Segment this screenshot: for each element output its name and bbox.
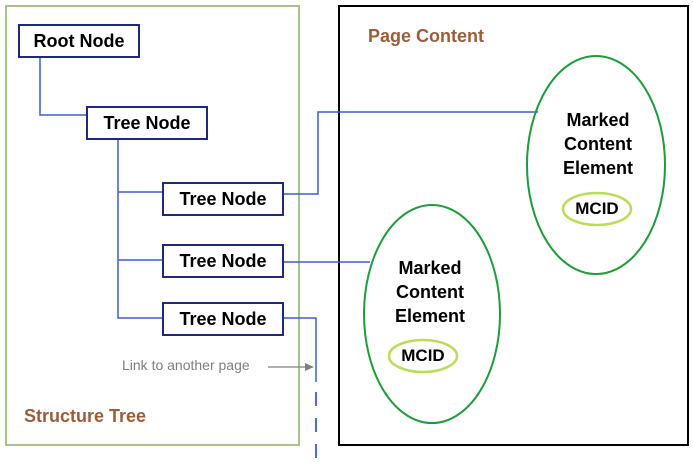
tree-node-label: Tree Node — [179, 308, 267, 329]
label-line: Marked — [566, 110, 630, 130]
lower-marked-content-element-ellipse — [363, 204, 501, 424]
tree-node: Tree Node — [162, 244, 284, 278]
label-line: Marked — [398, 258, 462, 278]
root-node: Root Node — [18, 24, 140, 58]
mcid-label: MCID — [401, 346, 445, 365]
mcid-label: MCID — [575, 199, 619, 218]
tree-node: Tree Node — [86, 106, 208, 140]
label-line: Element — [394, 306, 466, 326]
tree-node: Tree Node — [162, 182, 284, 216]
root-node-label: Root Node — [33, 30, 125, 51]
upper-marked-content-element-ellipse — [526, 55, 666, 275]
root-to-tree-node-connector — [39, 58, 86, 116]
page-content-panel — [338, 5, 689, 446]
tree-node-label: Tree Node — [103, 112, 191, 133]
marked-content-element-label: Marked Content Element — [370, 256, 490, 328]
link-to-another-page-label: Link to another page — [122, 357, 250, 373]
upper-mcid-ellipse — [561, 191, 633, 227]
page-content-title: Page Content — [368, 26, 485, 46]
label-line: Content — [564, 134, 632, 154]
structure-tree-panel — [5, 5, 300, 446]
marked-content-element-label: Marked Content Element — [538, 108, 658, 180]
structure-tree-title: Structure Tree — [24, 406, 147, 426]
tree-node-4-to-other-page-link — [284, 317, 317, 382]
link-arrow-head — [305, 363, 314, 371]
tree-node-children-connector — [117, 140, 162, 319]
tree-node-label: Tree Node — [179, 188, 267, 209]
tree-node-label: Tree Node — [179, 250, 267, 271]
label-line: Content — [396, 282, 464, 302]
tree-node-2-to-upper-element-link — [284, 111, 538, 195]
label-line: Element — [562, 158, 634, 178]
lower-mcid-ellipse — [387, 338, 459, 374]
tree-node: Tree Node — [162, 302, 284, 336]
